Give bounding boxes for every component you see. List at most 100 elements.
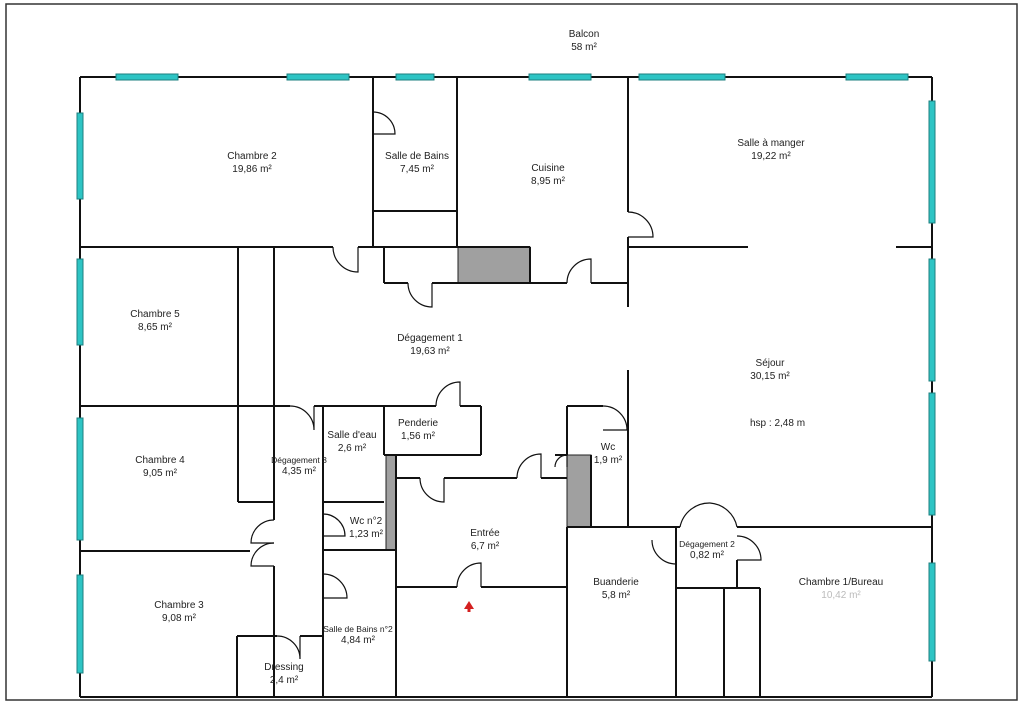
door-entree-1 [419, 477, 445, 503]
window [528, 73, 592, 81]
doors [250, 111, 762, 660]
room-label-degagement-2: Dégagement 2 0,82 m² [679, 539, 735, 561]
door-dressing [276, 635, 301, 660]
room-label-chambre-4: Chambre 4 9,05 m² [135, 454, 184, 480]
room-area: 0,82 m² [690, 550, 724, 561]
window [845, 73, 909, 81]
window [286, 73, 350, 81]
room-area: 30,15 m² [750, 371, 790, 382]
door-degagement-2-top [679, 502, 738, 528]
shaft-wc2 [385, 454, 397, 551]
door-wc2 [322, 513, 346, 537]
room-area: 19,86 m² [232, 164, 272, 175]
room-name: Entrée [470, 528, 500, 539]
door-chambre-3 [250, 542, 275, 567]
room-area: 58 m² [571, 42, 597, 53]
room-name: Chambre 4 [135, 455, 185, 466]
room-label-chambre-1: Chambre 1/Bureau 10,42 m² [799, 576, 884, 602]
room-name: Salle de Bains n°2 [323, 624, 393, 634]
room-area: 2,6 m² [337, 443, 367, 454]
entrance-arrow-icon [464, 601, 474, 609]
room-area: 8,95 m² [531, 176, 565, 187]
room-area: 5,8 m² [601, 590, 631, 601]
door-entree-2 [516, 453, 542, 479]
window [928, 258, 936, 382]
window [638, 73, 726, 81]
room-area: 8,65 m² [138, 322, 172, 333]
room-name: Dégagement 1 [397, 333, 463, 344]
room-name: Séjour [755, 358, 785, 369]
door-wc [602, 405, 628, 431]
window [928, 562, 936, 662]
door-penderie [435, 381, 461, 407]
room-area: 10,42 m² [821, 590, 861, 601]
room-label-wc: Wc 1,9 m² [594, 441, 622, 467]
room-name: Chambre 1/Bureau [798, 577, 884, 588]
room-area: 6,7 m² [470, 541, 500, 552]
room-area: 1,56 m² [401, 431, 435, 442]
entrance-arrow-stem [467, 608, 471, 612]
walls [79, 76, 933, 698]
window [928, 100, 936, 224]
room-name: Wc n°2 [349, 516, 383, 527]
room-label-balcon: Balcon 58 m² [569, 28, 600, 54]
window [115, 73, 179, 81]
room-area: 4,84 m² [341, 635, 375, 646]
door-buanderie [651, 539, 677, 565]
door-cuisine [566, 258, 592, 284]
window [76, 574, 84, 674]
ceiling-height: hsp : 2,48 m [750, 418, 806, 429]
room-label-chambre-2: Chambre 2 19,86 m² [227, 150, 276, 176]
room-area: 2,4 m² [269, 675, 299, 686]
technical-shafts [385, 246, 592, 551]
door-wc-small [554, 454, 568, 468]
window [76, 258, 84, 346]
room-label-chambre-5: Chambre 5 8,65 m² [130, 308, 179, 334]
room-area: 1,23 m² [349, 529, 383, 540]
room-name: Chambre 2 [227, 151, 277, 162]
room-name: Salle d'eau [327, 430, 377, 441]
room-area: 4,35 m² [282, 466, 316, 477]
room-label-salle-de-bains: Salle de Bains 7,45 m² [385, 150, 449, 176]
room-label-entree: Entrée 6,7 m² [470, 527, 499, 553]
room-area: 19,63 m² [410, 346, 450, 357]
room-label-chambre-3: Chambre 3 9,08 m² [154, 599, 203, 625]
room-name: Chambre 5 [130, 309, 180, 320]
room-label-degagement-1: Dégagement 1 19,63 m² [397, 332, 463, 358]
room-label-salle-d-eau: Salle d'eau 2,6 m² [327, 429, 376, 455]
window [76, 112, 84, 200]
window [76, 417, 84, 541]
room-name: Salle de Bains [385, 151, 449, 162]
door-salle-de-bains [372, 111, 396, 135]
room-name: Chambre 3 [154, 600, 204, 611]
room-label-salle-de-bains-2: Salle de Bains n°2 4,84 m² [323, 624, 393, 646]
door-closet [407, 282, 433, 308]
door-salle-d-eau [289, 405, 315, 431]
room-label-cuisine: Cuisine 8,95 m² [531, 162, 565, 188]
room-label-wc-2: Wc n°2 1,23 m² [349, 515, 383, 541]
room-name: Dégagement 3 [271, 455, 327, 465]
shaft-kitchen [457, 246, 531, 284]
windows [76, 73, 936, 674]
room-area: 1,9 m² [593, 455, 623, 466]
room-name: Dégagement 2 [679, 539, 735, 549]
room-area: 7,45 m² [400, 164, 434, 175]
room-name: Salle à manger [737, 138, 805, 149]
room-area: 9,08 m² [162, 613, 196, 624]
room-label-sejour: Séjour 30,15 m² [750, 357, 789, 383]
room-name: Cuisine [531, 163, 565, 174]
room-label-penderie: Penderie 1,56 m² [398, 417, 438, 443]
door-chambre-2 [332, 246, 359, 273]
room-label-salle-a-manger: Salle à manger 19,22 m² [737, 137, 804, 163]
room-name: Buanderie [593, 577, 639, 588]
room-area: 19,22 m² [751, 151, 791, 162]
room-area: 9,05 m² [143, 468, 177, 479]
room-label-dressing: Dressing 2,4 m² [264, 661, 303, 687]
door-chambre-1 [736, 535, 762, 561]
room-label-degagement-3: Dégagement 3 4,35 m² [271, 455, 327, 477]
room-name: Dressing [264, 662, 304, 673]
page-frame [5, 3, 1018, 701]
door-degagement-3 [250, 519, 275, 544]
room-label-buanderie: Buanderie 5,8 m² [593, 576, 639, 602]
